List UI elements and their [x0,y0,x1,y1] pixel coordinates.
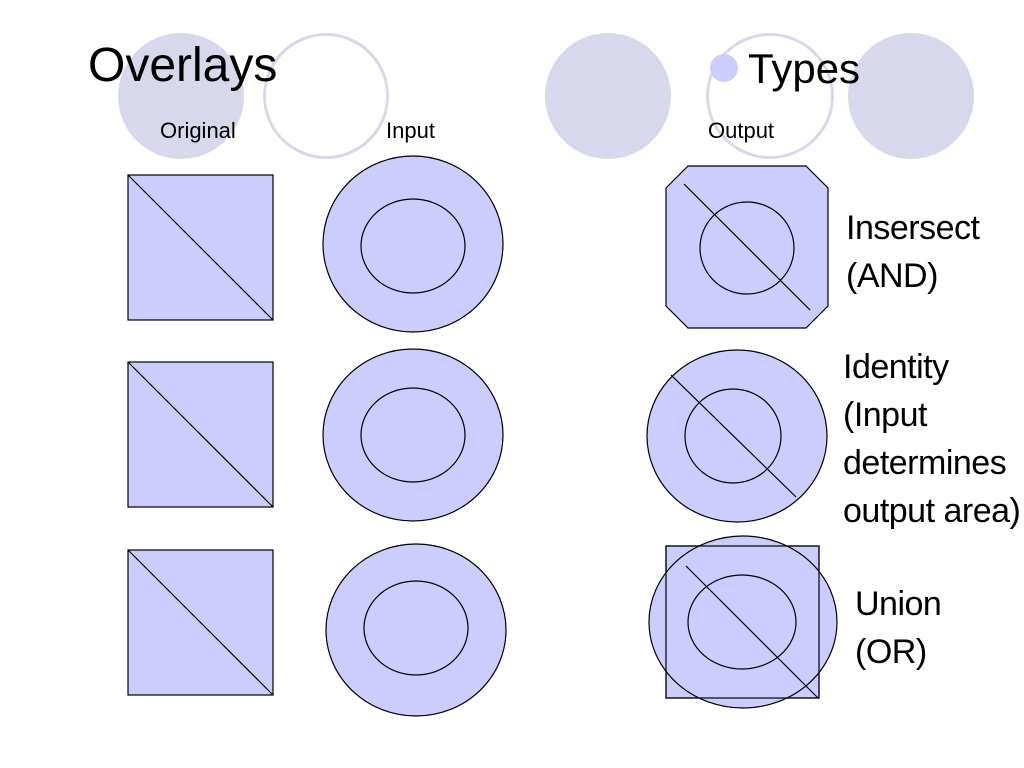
label-intersect: Insersect (AND) [846,204,980,300]
row-union [127,535,838,717]
decor-circle [848,33,974,159]
label-line: Identity [843,348,949,386]
input-polygon [325,543,507,717]
input-polygon [322,348,504,522]
original-polygon [127,361,274,508]
slide-title: Overlays [88,39,278,92]
decor-ring [263,33,389,159]
label-line: (AND) [846,257,938,295]
label-line: Insersect [846,209,980,247]
row-intersect [127,155,829,333]
label-identity: Identity (Input determines output area) [843,343,1021,535]
label-line: output area) [843,492,1021,530]
label-line: determines [843,444,1007,482]
header-output: Output [708,118,775,143]
label-union: Union (OR) [855,580,942,676]
label-line: (Input [843,396,927,434]
output-intersect [665,165,829,329]
row-identity [127,348,828,523]
original-polygon [127,174,274,321]
header-input: Input [386,118,435,143]
input-polygon [322,155,504,333]
bullet-text: Types [748,45,861,92]
decor-circle [545,33,671,159]
output-identity [646,349,828,523]
decor-circle [118,33,244,159]
header-original: Original [160,118,236,143]
output-union [648,535,838,709]
original-polygon [127,549,274,696]
decor-ring [706,33,834,159]
label-line: (OR) [855,633,927,671]
bullet-icon [710,54,738,82]
label-line: Union [855,585,942,623]
